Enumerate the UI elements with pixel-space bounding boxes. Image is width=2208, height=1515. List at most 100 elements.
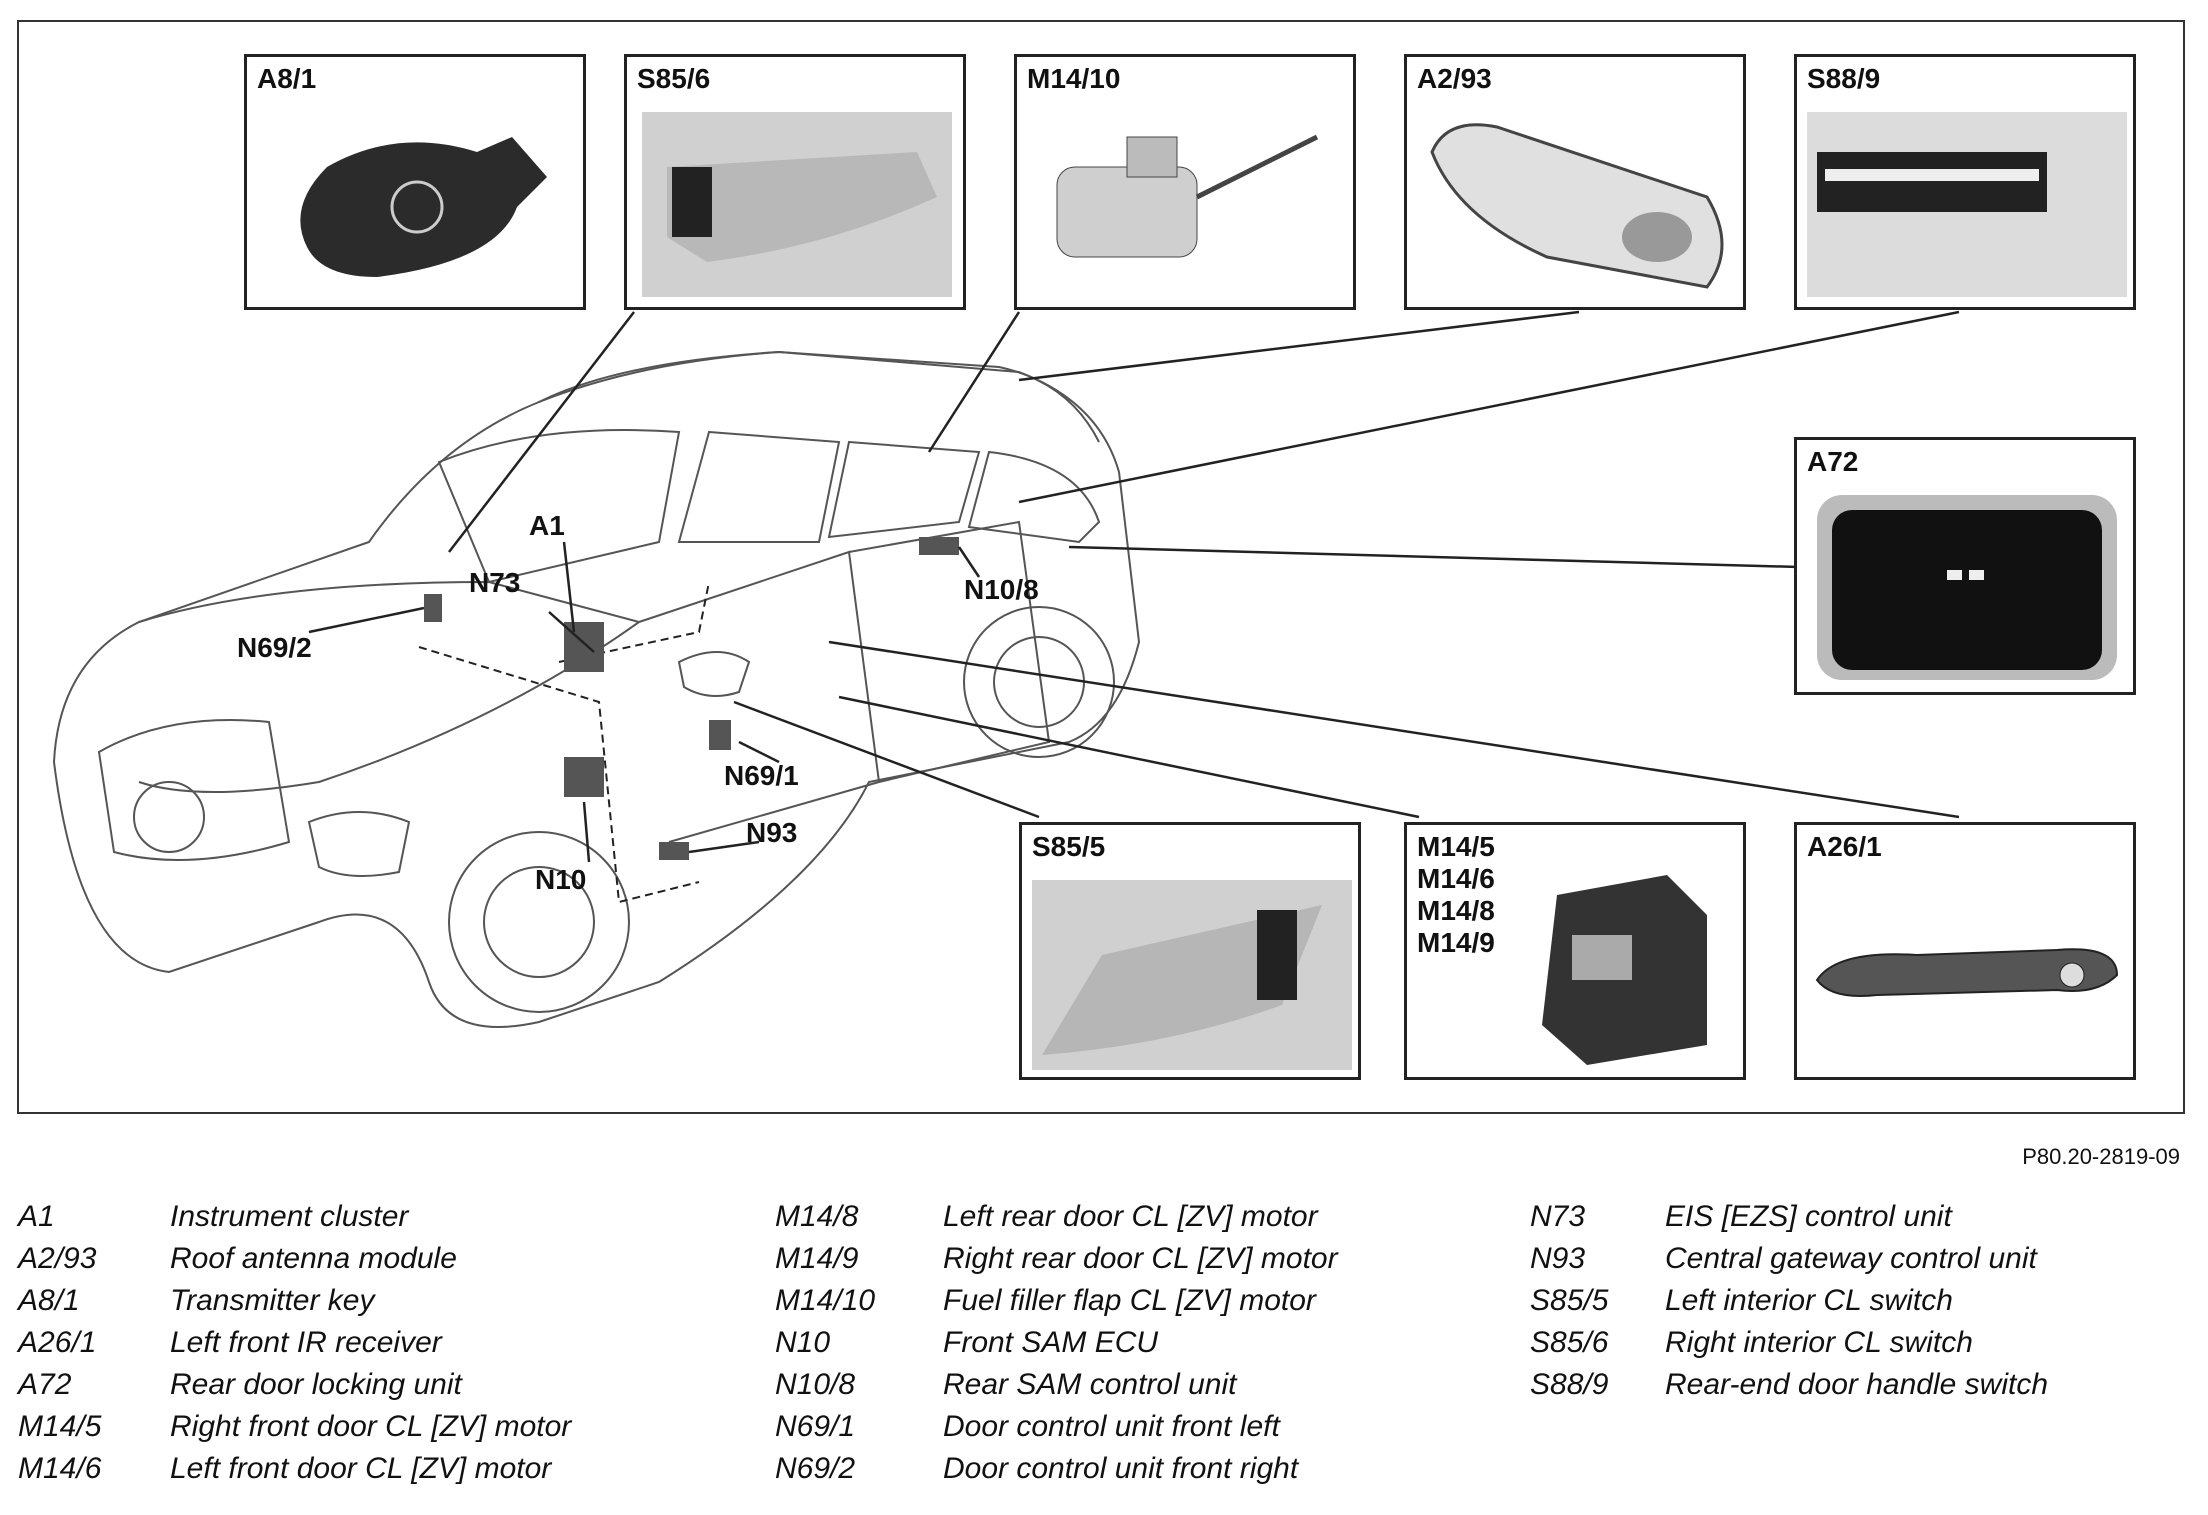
front-door xyxy=(638,550,881,843)
antenna-module-icon xyxy=(1430,123,1724,289)
leader-a2-93 xyxy=(1018,310,1580,382)
leader-s88-9 xyxy=(1018,310,1960,504)
legend-description: Rear-end door handle switch xyxy=(1665,1368,2049,1401)
leader-a72 xyxy=(1068,545,1800,569)
legend-column-1: A1 Instrument cluster A2/93 Roof antenna m… xyxy=(18,1200,758,1494)
legend-code: A2/93 xyxy=(18,1242,97,1275)
panel-label: M14/10 xyxy=(1027,63,1121,94)
rear-door xyxy=(848,520,1051,783)
legend-item: A26/1 Left front IR receiver xyxy=(18,1326,758,1368)
leader-m14 xyxy=(838,695,1420,819)
leader-m14-10 xyxy=(927,311,1021,453)
legend-item: N10 Front SAM ECU xyxy=(775,1326,1495,1368)
panel-label: A26/1 xyxy=(1807,831,1882,862)
legend-description: Right rear door CL [ZV] motor xyxy=(943,1242,1338,1275)
legend-item: A2/93 Roof antenna module xyxy=(18,1242,758,1284)
legend-item: S85/6 Right interior CL switch xyxy=(1530,1326,2190,1368)
legend-code: A8/1 xyxy=(18,1284,80,1317)
panel-transmitter-key: A8/1 xyxy=(244,54,586,310)
legend-description: Instrument cluster xyxy=(170,1200,409,1233)
leader-n93 xyxy=(688,840,760,854)
callout-n10: N10 xyxy=(535,864,587,895)
legend-description: Left front IR receiver xyxy=(170,1326,442,1359)
leader-a26-1 xyxy=(828,640,1960,819)
legend-code: M14/6 xyxy=(18,1452,102,1485)
leader-n69-2 xyxy=(308,606,425,634)
panel-right-interior-cl-switch: S85/6 xyxy=(624,54,966,310)
rear-quarter-window xyxy=(967,450,1101,544)
legend-item: M14/6 Left front door CL [ZV] motor xyxy=(18,1452,758,1494)
legend-description: Rear SAM control unit xyxy=(943,1368,1237,1401)
side-mirror xyxy=(677,651,751,697)
legend-description: Front SAM ECU xyxy=(943,1326,1159,1359)
panel-label: A2/93 xyxy=(1417,63,1492,94)
legend-description: EIS [EZS] control unit xyxy=(1665,1200,1952,1233)
leader-s85-5 xyxy=(733,700,1040,819)
legend-code: N10 xyxy=(775,1326,831,1359)
panel-rear-end-handle-switch: S88/9 xyxy=(1794,54,2136,310)
panel-label: S85/5 xyxy=(1032,831,1106,862)
vehicle-line-drawing xyxy=(52,310,1960,1028)
legend-description: Left front door CL [ZV] motor xyxy=(170,1452,552,1485)
headlight xyxy=(307,811,411,877)
n69-1-block xyxy=(709,720,731,750)
panel-label: A8/1 xyxy=(257,63,317,94)
wiring-path-1 xyxy=(418,646,700,904)
panel-fuel-filler-motor: M14/10 xyxy=(1014,54,1356,310)
leader-n10-8 xyxy=(957,546,981,578)
figure-reference-number: P80.20-2819-09 xyxy=(2022,1144,2180,1169)
legend-description: Right front door CL [ZV] motor xyxy=(170,1410,572,1443)
hood xyxy=(138,580,642,793)
callout-n73: N73 xyxy=(469,567,521,598)
callout-a1: A1 xyxy=(529,510,565,541)
legend-code: S85/6 xyxy=(1530,1326,1609,1359)
door-handle-icon xyxy=(1815,948,2119,997)
legend-description: Rear door locking unit xyxy=(170,1368,462,1401)
rear-door-window xyxy=(827,440,981,539)
legend-code: N69/1 xyxy=(775,1410,856,1443)
motor-icon xyxy=(1056,134,1319,258)
transmitter-key-icon xyxy=(300,137,547,277)
leader-n69-1 xyxy=(738,740,780,764)
legend-description: Right interior CL switch xyxy=(1665,1326,1973,1359)
legend-code: M14/5 xyxy=(18,1410,102,1443)
body-silhouette xyxy=(52,350,1141,1028)
legend-code: A26/1 xyxy=(18,1326,97,1359)
panel-label: S85/6 xyxy=(637,63,711,94)
panel-left-interior-cl-switch: S85/5 xyxy=(1019,822,1361,1080)
grille xyxy=(97,719,291,861)
panel-label: M14/5 M14/6 M14/8 M14/9 xyxy=(1417,831,1495,958)
locking-unit-icon xyxy=(1817,495,2117,680)
front-door-window xyxy=(677,430,841,543)
legend-description: Left rear door CL [ZV] motor xyxy=(943,1200,1318,1233)
legend-code: N10/8 xyxy=(775,1368,856,1401)
star-emblem xyxy=(133,781,205,853)
leader-n73 xyxy=(548,611,595,653)
rear-rim xyxy=(993,636,1085,728)
legend-code: A72 xyxy=(18,1368,72,1401)
leader-lines xyxy=(308,310,1960,863)
legend-code: N93 xyxy=(1530,1242,1586,1275)
rear-wheel xyxy=(963,606,1115,758)
legend-code: A1 xyxy=(18,1200,55,1233)
legend-description: Roof antenna module xyxy=(170,1242,457,1275)
wiring-path-2 xyxy=(558,581,710,663)
handle-switch-icon xyxy=(1807,112,2127,297)
switch-icon xyxy=(1032,880,1352,1070)
door-lock-motor-icon xyxy=(1542,875,1707,1065)
callout-n69-1: N69/1 xyxy=(724,760,799,791)
legend-code: M14/8 xyxy=(775,1200,859,1233)
leader-n10 xyxy=(582,801,591,863)
panel-door-cl-motors: M14/5 M14/6 M14/8 M14/9 xyxy=(1404,822,1746,1080)
legend-item: A1 Instrument cluster xyxy=(18,1200,758,1242)
n10-8-block xyxy=(919,537,959,555)
windshield xyxy=(437,429,681,584)
